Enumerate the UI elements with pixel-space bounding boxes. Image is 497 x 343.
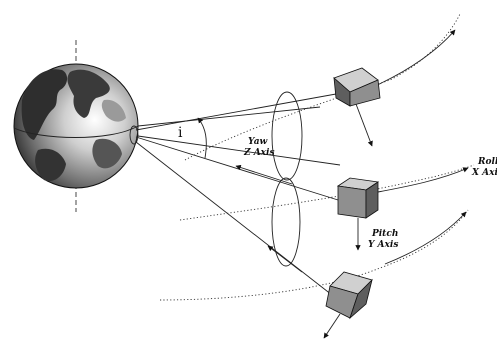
reference-line-upper xyxy=(137,106,321,127)
orbit-trajectory-bottom-solid xyxy=(384,211,467,265)
nadir-arrow-bottom xyxy=(267,245,303,273)
orbit-node-loop xyxy=(129,125,139,145)
pitch-axis-label: Pitch xyxy=(371,229,398,239)
continent-shape xyxy=(101,99,126,122)
yaw-axis-arrow-top xyxy=(355,103,373,147)
satellite-cube-bottom xyxy=(325,271,373,320)
satellite-cube-top xyxy=(333,67,381,107)
pitch-cone-ellipse xyxy=(271,177,301,267)
line-of-sight-bottom xyxy=(135,141,333,296)
inclination-angle-arc xyxy=(197,117,207,159)
orbit-trajectory-bottom xyxy=(159,209,469,301)
continent-shape xyxy=(35,148,66,182)
earth-equator xyxy=(13,125,139,138)
yaw-axis-label: Yaw xyxy=(248,137,268,147)
roll-axis-label: Roll xyxy=(477,157,497,167)
nadir-arrow-middle xyxy=(235,164,293,185)
yaw-cone-ellipse xyxy=(271,91,303,181)
line-of-sight-top xyxy=(135,93,337,131)
continent-shape xyxy=(67,69,110,118)
orbit-trajectory-middle-solid xyxy=(377,167,469,193)
continent-shape xyxy=(21,69,68,140)
orbit-trajectory-top-solid xyxy=(374,29,456,87)
orbit-trajectory-middle xyxy=(179,164,475,221)
reference-line-lower xyxy=(137,135,341,166)
pitch-axis-sublabel: Y Axis xyxy=(368,240,398,250)
yaw-axis-sublabel: Z Axis xyxy=(243,148,275,158)
roll-axis-sublabel: X Axi xyxy=(471,168,497,178)
satellite-cube-middle xyxy=(336,177,380,219)
line-of-sight-middle xyxy=(135,136,339,201)
continent-shape xyxy=(92,138,122,169)
orbit-trajectory-top xyxy=(184,13,461,161)
inclination-angle-label: i xyxy=(178,125,183,141)
yaw-axis-arrow-bottom xyxy=(323,313,341,339)
earth-globe xyxy=(13,63,139,189)
